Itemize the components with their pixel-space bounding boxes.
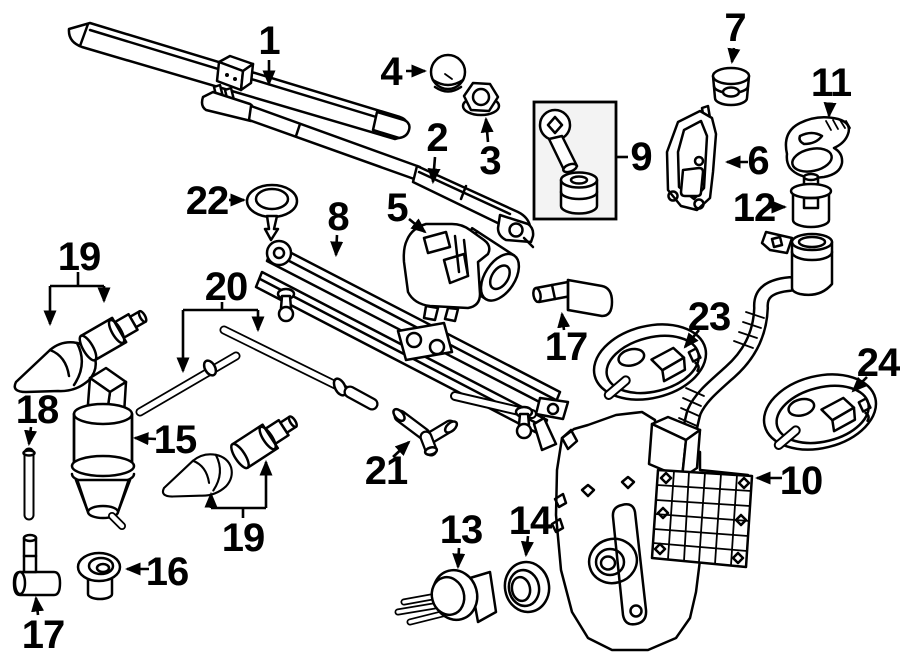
pivot-bushing (711, 66, 751, 107)
leader-7 (727, 47, 741, 65)
leader-3 (480, 116, 494, 143)
sensor-grommet (503, 560, 551, 614)
leader-14 (520, 535, 534, 558)
leader-5 (408, 217, 427, 234)
leader-8 (330, 234, 344, 258)
callout-8: 8 (327, 195, 349, 239)
hose-elbow-bottom (12, 533, 62, 597)
washer-pump (70, 366, 136, 530)
leader-2 (427, 156, 441, 185)
washer-reservoir (550, 410, 754, 652)
leader-21 (392, 440, 411, 458)
wiper-blade (67, 21, 411, 141)
callout-7: 7 (724, 6, 745, 50)
blade-center-clip (215, 54, 255, 92)
leader-17-bottom (31, 595, 45, 616)
leader-17-mid (557, 311, 571, 331)
kit-bolt (538, 108, 579, 174)
callout-10: 10 (780, 459, 823, 503)
callout-1: 1 (258, 19, 280, 63)
callout-17-mid: 17 (545, 325, 588, 369)
callout-21: 21 (365, 449, 408, 493)
pivot-cap (429, 53, 467, 93)
callout-17-bottom: 17 (22, 613, 65, 657)
bracket-20 (183, 302, 258, 312)
wiper-linkage (254, 239, 570, 452)
callout-23: 23 (688, 295, 731, 339)
callout-18: 18 (16, 388, 59, 432)
wiper-motor (402, 222, 521, 323)
callout-3: 3 (479, 139, 500, 183)
hose-elbow-mid (532, 278, 614, 318)
level-sensor (394, 568, 498, 626)
kit-grommet (559, 171, 599, 215)
callout-11: 11 (811, 61, 852, 105)
callout-15: 15 (154, 418, 197, 462)
hardware-kit-box (532, 100, 618, 221)
leader-24 (851, 376, 868, 393)
callout-4: 4 (380, 50, 403, 94)
leader-15 (132, 432, 157, 446)
stand-pipe (22, 447, 36, 521)
hose-y-connector (392, 407, 459, 457)
wiper-arm (200, 83, 535, 249)
callout-layer: 1 2 3 4 5 6 7 8 9 10 11 12 13 14 15 16 1… (16, 6, 900, 657)
callout-12: 12 (733, 186, 776, 230)
filler-neck (760, 230, 834, 297)
callout-2: 2 (426, 116, 447, 160)
callout-9: 9 (630, 135, 651, 179)
leader-18 (24, 426, 38, 447)
reservoir-cap (789, 172, 833, 229)
leader-23 (683, 329, 701, 349)
bracket-19-bottom (211, 506, 266, 518)
filler-hose (673, 276, 798, 460)
washer-hoses (135, 325, 379, 417)
washer-nozzles-top (13, 301, 153, 394)
cowl-cap (245, 183, 299, 242)
callout-6: 6 (747, 139, 768, 183)
leader-11 (823, 102, 837, 119)
callout-19-top: 19 (58, 235, 101, 279)
callout-20: 20 (205, 265, 248, 309)
callout-16: 16 (146, 550, 189, 594)
reservoir-grid-panel (650, 468, 754, 569)
mount-bracket (665, 104, 718, 212)
callout-22: 22 (186, 179, 229, 223)
callout-24: 24 (857, 341, 900, 385)
arm-cover-cap (784, 115, 851, 179)
pump-grommet (76, 551, 122, 601)
callout-19-bottom: 19 (222, 516, 265, 560)
leader-13 (452, 547, 466, 570)
bracket-19-top (50, 272, 104, 288)
callout-13: 13 (440, 508, 483, 552)
arm-nut (461, 81, 501, 117)
callout-14: 14 (509, 499, 553, 543)
callout-5: 5 (386, 186, 408, 230)
